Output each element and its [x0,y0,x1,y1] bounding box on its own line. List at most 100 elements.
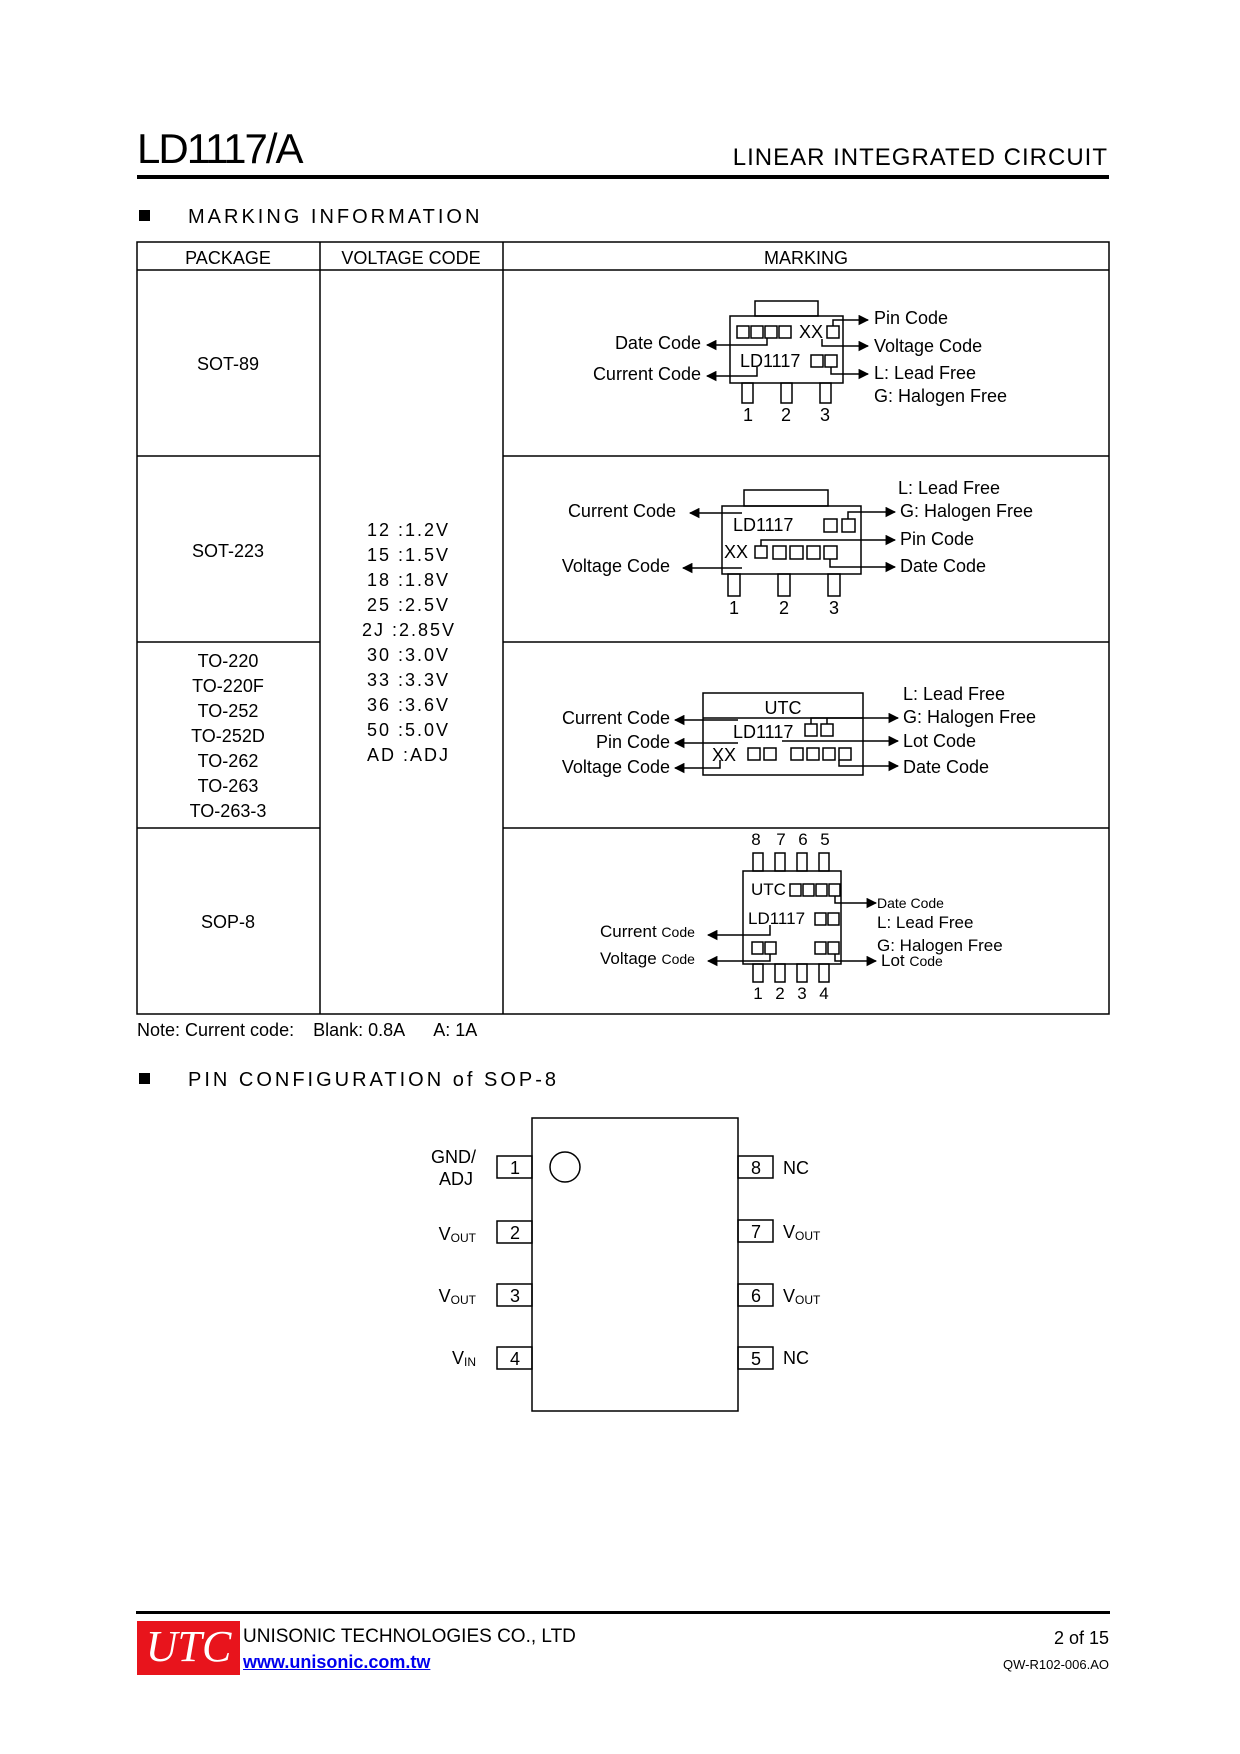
sop8-current-code-label: Current Code [600,922,695,941]
voltage-code-item: 36 :3.6V [367,695,450,715]
pin2-name: VOUT [439,1224,477,1245]
company-name: UNISONIC TECHNOLOGIES CO., LTD [243,1626,576,1647]
pin-number: 1 [510,1158,520,1178]
footer-rule [136,1611,1110,1614]
voltage-code-item: AD :ADJ [367,745,450,765]
package-to220: TO-220 [198,651,259,671]
sot223-voltage-code-label: Voltage Code [562,556,670,576]
sot89-date-code-label: Date Code [615,333,701,353]
sop8-date-code-label: Date Code [877,895,944,911]
page-number: 2 of 15 [1053,1628,1109,1648]
to220-chip-utc: UTC [765,698,802,718]
pin6-name: VOUT [783,1286,821,1307]
sot89-pin-number: 1 [743,405,753,425]
sop8-lot-code-label: Lot Code [881,951,943,970]
sot89-marking-diagram: XX LD1117 Date Code Current Code Pin Cod… [593,300,1007,425]
voltage-code-item: 2J :2.85V [362,620,456,640]
pin7-name: VOUT [783,1222,821,1243]
package-sop8: SOP-8 [201,912,255,932]
package-sot89: SOT-89 [197,354,259,374]
sop8-pin-number: 5 [820,830,829,849]
pin1-name-line2: ADJ [439,1169,473,1189]
sop8-pin-number: 4 [819,984,828,1003]
package-to252d: TO-252D [191,726,265,746]
sop8-pin-number: 2 [775,984,784,1003]
col-header-marking: MARKING [764,248,848,268]
sop8-pin-number: 7 [776,830,785,849]
sop8-lead-free-label: L: Lead Free [877,913,973,932]
sot223-current-code-label: Current Code [568,501,676,521]
package-to263: TO-263 [198,776,259,796]
sot223-halogen-free-label: G: Halogen Free [900,501,1033,521]
sop8-pin-number: 6 [798,830,807,849]
sot89-pin-number: 3 [820,405,830,425]
sop8-pin-number: 8 [751,830,760,849]
pin8-name: NC [783,1158,809,1178]
sot223-chip-xx: XX [724,542,748,562]
sot89-current-code-label: Current Code [593,364,701,384]
sot223-chip-ld1117: LD1117 [733,515,793,535]
voltage-code-item: 25 :2.5V [367,595,450,615]
sop8-chip-utc: UTC [751,880,786,899]
sot223-pin-code-label: Pin Code [900,529,974,549]
sot223-pin-number: 3 [829,598,839,618]
pin5-name: NC [783,1348,809,1368]
document-subtitle: LINEAR INTEGRATED CIRCUIT [732,144,1108,171]
package-to262: TO-262 [198,751,259,771]
to220-lead-free-label: L: Lead Free [903,684,1005,704]
sot89-chip-ld1117: LD1117 [740,351,800,371]
to220-halogen-free-label: G: Halogen Free [903,707,1036,727]
voltage-code-item: 50 :5.0V [367,720,450,740]
voltage-code-item: 18 :1.8V [367,570,450,590]
to220-voltage-code-label: Voltage Code [562,757,670,777]
pin-number: 4 [510,1349,520,1369]
sot223-marking-diagram: LD1117 XX Current Code Voltage Code L: L… [562,478,1033,618]
to220-marking-diagram: UTC LD1117 XX Current Code Pin Code Volt… [562,684,1036,777]
sot89-pin-code-label: Pin Code [874,308,948,328]
sop8-pin-diagram: 1 2 3 4 8 7 6 5 GND/ ADJ VOUT VOUT VIN N… [431,1117,821,1412]
bullet-icon [139,210,150,221]
table-grid [136,241,1110,1015]
sot89-halogen-free-label: G: Halogen Free [874,386,1007,406]
pin-heading-text: PIN CONFIGURATION of SOP-8 [188,1069,559,1091]
website-link[interactable]: www.unisonic.com.tw [243,1652,431,1672]
voltage-code-item: 15 :1.5V [367,545,450,565]
note-a: A: 1A [433,1020,478,1040]
ic-body [531,1117,739,1412]
marking-heading-text: MARKING INFORMATION [188,206,483,228]
to220-current-code-label: Current Code [562,708,670,728]
pin-section-heading: PIN CONFIGURATION of SOP-8 [139,1070,559,1090]
pin-number: 2 [510,1223,520,1243]
note-blank: Blank: 0.8A [313,1020,405,1040]
pin1-name: GND/ [431,1147,476,1167]
sot223-pin-number: 1 [729,598,739,618]
sot89-voltage-code-label: Voltage Code [874,336,982,356]
sot89-lead-free-label: L: Lead Free [874,363,976,383]
sop8-chip-ld1117: LD1117 [748,909,805,928]
pin3-name: VOUT [439,1286,477,1307]
bullet-icon [139,1073,150,1084]
pin-number: 5 [751,1349,761,1369]
voltage-code-item: 30 :3.0V [367,645,450,665]
package-sot223: SOT-223 [192,541,264,561]
voltage-code-item: 33 :3.3V [367,670,450,690]
sot223-lead-free-label: L: Lead Free [898,478,1000,498]
col-header-voltage-code: VOLTAGE CODE [341,248,480,268]
to220-chip-xx: XX [712,745,736,765]
pin-number: 8 [751,1158,761,1178]
pin-number: 6 [751,1286,761,1306]
to220-pin-code-label: Pin Code [596,732,670,752]
col-header-package: PACKAGE [185,248,271,268]
utc-logo: UTC [137,1621,240,1675]
pin4-name: VIN [452,1348,476,1369]
sot223-date-code-label: Date Code [900,556,986,576]
sop8-halogen-free-label: G: Halogen Free [877,936,1003,955]
package-to252: TO-252 [198,701,259,721]
sop8-marking-diagram: 8 7 6 5 1 2 3 4 UTC LD1117 Current Code … [600,830,1003,1003]
to220-lot-code-label: Lot Code [903,731,976,751]
utc-logo-text: UTC [145,1622,232,1671]
sot89-pin-number: 2 [781,405,791,425]
pin1-indicator-icon [549,1151,581,1183]
header-rule [137,175,1109,179]
